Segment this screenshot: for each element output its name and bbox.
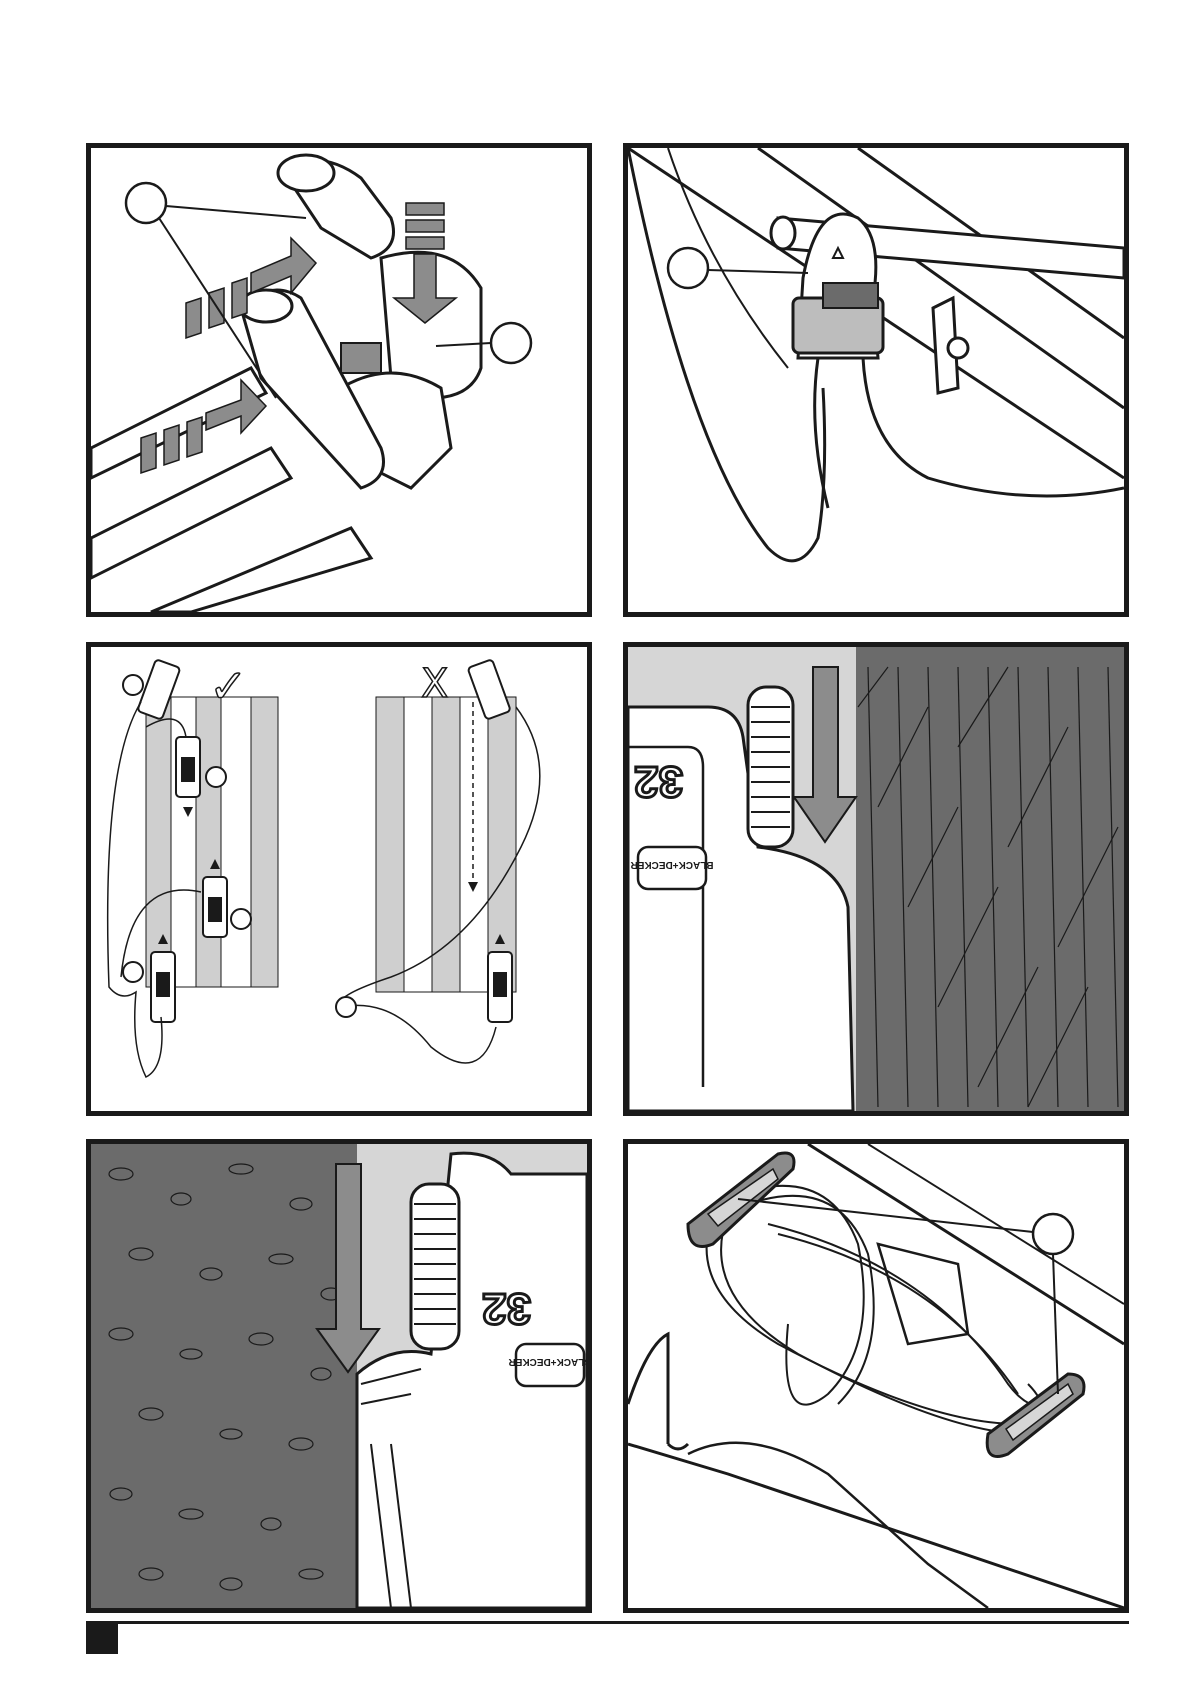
figure-cable-storage: [623, 1139, 1129, 1613]
figure-edge-mowing-right: 32 BLACK+DECKER: [623, 642, 1129, 1116]
routing-callout-5: [336, 997, 356, 1017]
brand-text-right: BLACK+DECKER: [630, 859, 714, 870]
callout-circle-2: [491, 323, 531, 363]
routing-callout-3: [231, 909, 251, 929]
callout-circle-1: [126, 183, 166, 223]
model-number-text-left: 32: [482, 1284, 531, 1333]
routing-callout-4: [123, 962, 143, 982]
cross-mark: X: [421, 661, 448, 707]
callout-circle-3: [668, 248, 708, 288]
edge-mowing-left-illustration: 32 BLACK+DECKER: [91, 1144, 587, 1608]
routing-callout-1: [123, 675, 143, 695]
check-mark: ✓: [209, 659, 248, 713]
cable-clip-illustration: [628, 148, 1124, 612]
cable-routing-illustration: ✓ X: [91, 647, 587, 1111]
routing-callout-2: [206, 767, 226, 787]
figure-handle-fold: [86, 143, 592, 617]
page-bottom-rule: [86, 1621, 1129, 1624]
edge-mowing-right-illustration: 32 BLACK+DECKER: [628, 647, 1124, 1111]
callout-circle-6: [1033, 1214, 1073, 1254]
handle-fold-illustration: [91, 148, 587, 612]
brand-text-left: BLACK+DECKER: [508, 1356, 587, 1367]
figure-cable-clip: [623, 143, 1129, 617]
model-number-text: 32: [634, 757, 683, 806]
page-number-block: [86, 1624, 118, 1654]
cable-storage-illustration: [628, 1144, 1124, 1608]
figure-cable-routing: ✓ X: [86, 642, 592, 1116]
figure-edge-mowing-left: 32 BLACK+DECKER: [86, 1139, 592, 1613]
